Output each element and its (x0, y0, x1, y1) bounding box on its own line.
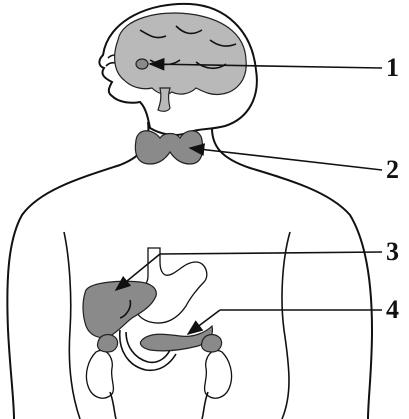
label-1: 1 (386, 53, 399, 82)
right-adrenal-gland (201, 335, 221, 352)
pointer-4b (188, 310, 220, 334)
brain (115, 13, 247, 111)
label-4: 4 (386, 295, 399, 324)
pointer-3 (160, 252, 382, 254)
pituitary-gland (136, 59, 148, 69)
thyroid-gland (135, 131, 202, 164)
label-2: 2 (386, 155, 399, 184)
left-kidney (86, 350, 116, 419)
liver (83, 281, 156, 337)
left-adrenal-gland (97, 335, 117, 352)
pointer-2 (190, 148, 382, 170)
right-kidney (202, 350, 232, 419)
label-3: 3 (386, 237, 399, 266)
